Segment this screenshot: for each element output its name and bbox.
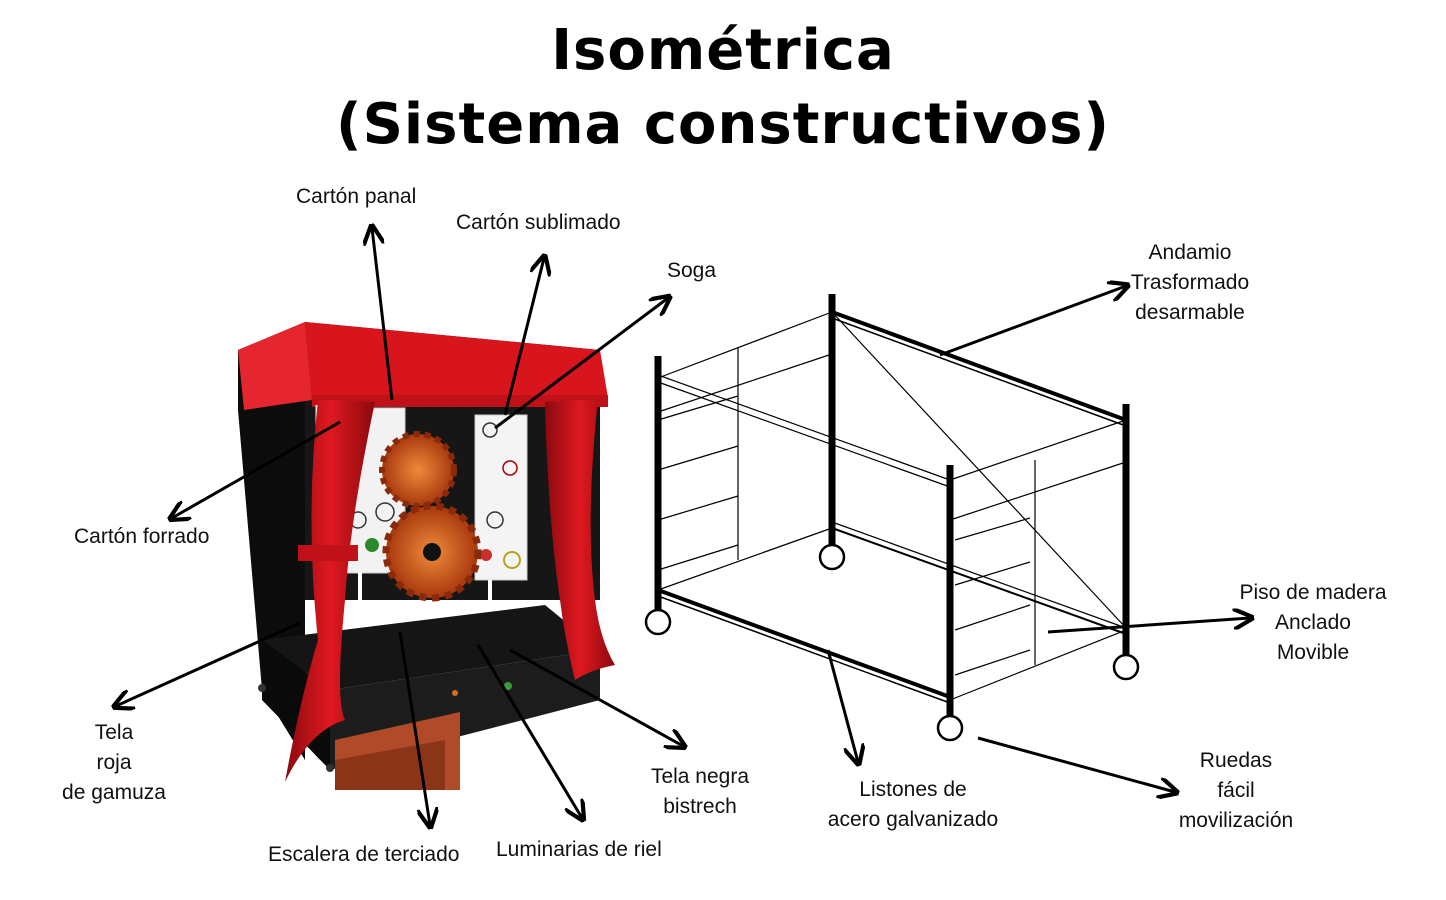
- curtain-tie: [298, 545, 358, 561]
- label-andamio: Andamio Trasformado desarmable: [1130, 241, 1250, 324]
- label-tela-negra: Tela negra bistrech: [650, 765, 750, 818]
- wheel-1: [644, 608, 672, 636]
- stage-top: [262, 605, 600, 690]
- title-line-1: Isométrica: [551, 18, 895, 83]
- label-soga: Soga: [667, 259, 717, 282]
- roof-side: [238, 322, 312, 410]
- curtain-right: [545, 400, 615, 680]
- label-piso: Piso de madera Anclado Movible: [1239, 581, 1387, 664]
- label-carton-panal: Cartón panal: [296, 185, 417, 208]
- roof-front: [305, 322, 608, 400]
- gear-top: [379, 431, 457, 509]
- wheel-3: [936, 714, 964, 742]
- wheel-4: [1112, 653, 1140, 681]
- title-line-2: (Sistema constructivos): [335, 92, 1111, 157]
- label-carton-forrado: Cartón forrado: [74, 525, 210, 548]
- curtain-left: [285, 400, 375, 782]
- label-tela-roja: Tela roja de gamuza: [62, 721, 166, 804]
- scaffold: [644, 294, 1140, 742]
- label-escalera: Escalera de terciado: [268, 843, 460, 866]
- wheel-2: [818, 543, 846, 571]
- label-ruedas: Ruedas fácil movilización: [1178, 749, 1294, 832]
- leader-arrows: [116, 228, 1250, 825]
- label-luminarias: Luminarias de riel: [496, 838, 662, 861]
- label-listones: Listones de acero galvanizado: [827, 778, 999, 831]
- puppet-theatre: [238, 322, 615, 790]
- label-carton-sublimado: Cartón sublimado: [456, 211, 621, 234]
